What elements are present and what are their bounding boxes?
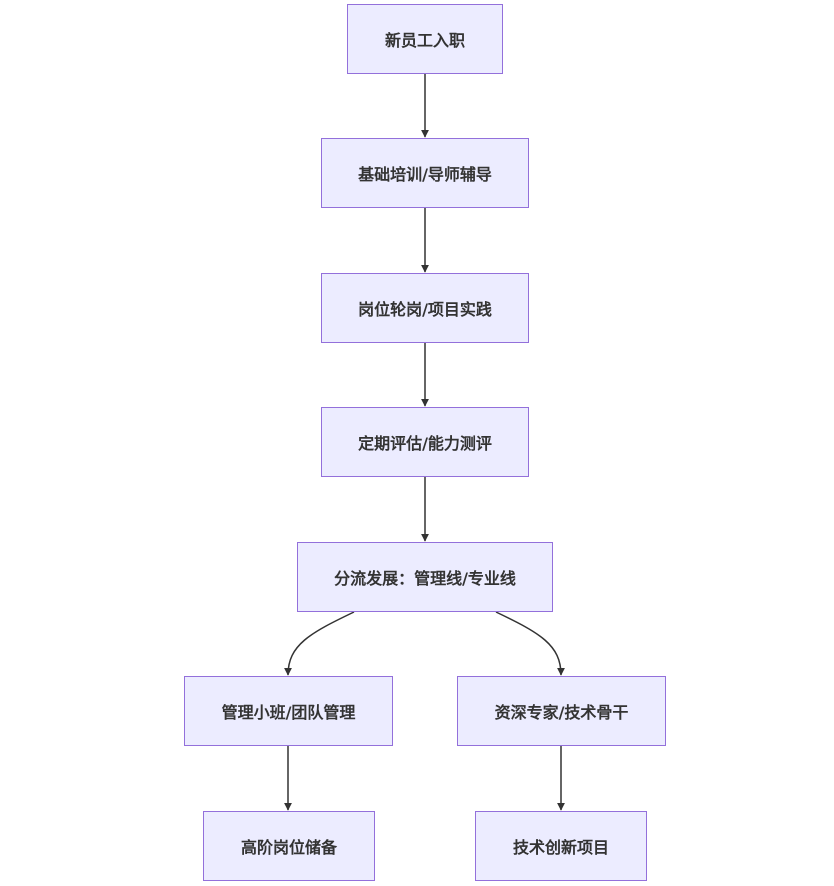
node-label: 技术创新项目: [512, 838, 609, 857]
node-rotation: 岗位轮岗/项目实践: [321, 273, 529, 343]
node-onboarding: 新员工入职: [347, 4, 503, 74]
node-training: 基础培训/导师辅导: [321, 138, 529, 208]
node-label: 岗位轮岗/项目实践: [358, 300, 492, 319]
node-label: 定期评估/能力测评: [358, 434, 492, 453]
edge-branching-to-specialist: [495, 611, 565, 676]
node-branching: 分流发展：管理线/专业线: [297, 542, 553, 612]
node-label: 分流发展：管理线/专业线: [334, 569, 516, 588]
node-management: 管理小班/团队管理: [184, 676, 393, 746]
node-innovation: 技术创新项目: [475, 811, 647, 881]
node-label: 新员工入职: [384, 31, 465, 50]
node-label: 基础培训/导师辅导: [358, 165, 492, 184]
node-senior-reserve: 高阶岗位储备: [203, 811, 375, 881]
node-specialist: 资深专家/技术骨干: [457, 676, 666, 746]
node-assessment: 定期评估/能力测评: [321, 407, 529, 477]
node-label: 资深专家/技术骨干: [494, 703, 629, 722]
node-label: 管理小班/团队管理: [221, 703, 356, 722]
node-label: 高阶岗位储备: [240, 838, 337, 857]
edge-branching-to-management: [284, 611, 355, 676]
